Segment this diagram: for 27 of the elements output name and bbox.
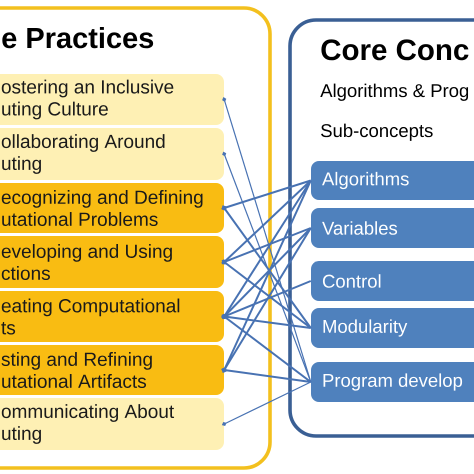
concept-box: Program develop (311, 362, 474, 402)
practice-box: ollaborating Around uting (0, 128, 224, 180)
connector-line (221, 180, 312, 211)
panel-title: e Practices (2, 26, 154, 48)
panel-title: Core Conc (321, 39, 468, 60)
concept-box: Variables (311, 208, 474, 248)
connector-line (222, 260, 312, 329)
panel-subtitle: Algorithms & Prog (320, 84, 468, 101)
connector-line (222, 205, 312, 329)
practice-box: eating Computational ts (0, 291, 224, 342)
connector-line (222, 180, 312, 264)
practice-box: ecognizing and Defining utational Problems (0, 183, 224, 233)
concept-box: Control (311, 261, 474, 301)
panel-label: Sub-concepts (321, 124, 433, 141)
concept-box: Modularity (311, 308, 474, 348)
practice-box: sting and Refining utational Artifacts (0, 345, 224, 395)
connector-line (222, 227, 312, 373)
connector-line (221, 227, 312, 265)
connector-line (221, 367, 311, 383)
connector-line (222, 381, 312, 426)
practice-box: ommunicating About uting (0, 398, 224, 450)
practice-box: eveloping and Using ctions (0, 236, 224, 288)
connector-line (222, 152, 312, 382)
connector-line (221, 280, 312, 320)
concept-box: Algorithms (311, 161, 474, 200)
connector-line (221, 314, 311, 329)
practice-box: ostering an Inclusive uting Culture (0, 74, 224, 125)
